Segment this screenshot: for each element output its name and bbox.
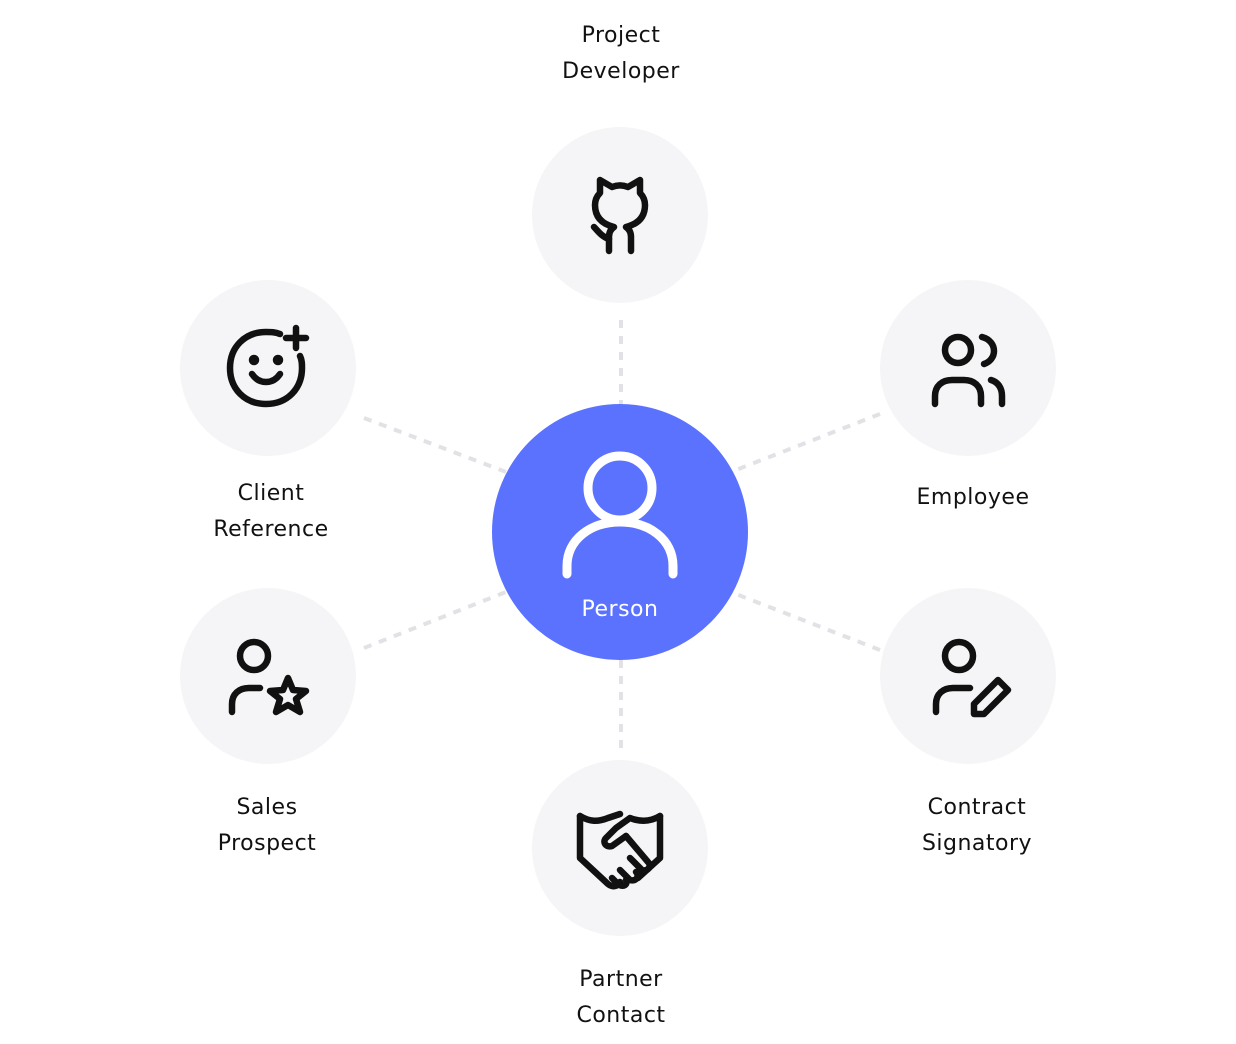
github-icon: [590, 176, 649, 255]
node-partner-contact[interactable]: [532, 760, 708, 936]
label-employee: Employee: [916, 485, 1030, 510]
node-project-developer[interactable]: [532, 127, 708, 303]
center-label: Person: [581, 597, 659, 622]
connector-contract-signatory: [735, 592, 881, 652]
node-employee[interactable]: [880, 280, 1056, 456]
connector-sales-prospect: [363, 590, 507, 650]
user-star-icon: [228, 638, 310, 716]
label-contract-signatory: Contract Signatory: [921, 795, 1033, 856]
connector-employee: [735, 412, 881, 472]
user-pen-icon: [932, 638, 1012, 718]
node-client-reference[interactable]: [180, 280, 356, 456]
label-sales-prospect: Sales Prospect: [217, 795, 317, 856]
node-sales-prospect[interactable]: [180, 588, 356, 764]
handshake-icon: [576, 810, 664, 890]
label-partner-contact: Partner Contact: [576, 967, 666, 1028]
label-project-developer: Project Developer: [562, 23, 680, 84]
center-node-person[interactable]: Person: [492, 404, 748, 660]
node-contract-signatory[interactable]: [880, 588, 1056, 764]
connector-client-reference: [363, 416, 507, 474]
smile-plus-icon: [226, 324, 310, 408]
users-icon: [931, 333, 1006, 408]
label-client-reference: Client Reference: [213, 481, 329, 542]
person-icon: [562, 451, 678, 579]
